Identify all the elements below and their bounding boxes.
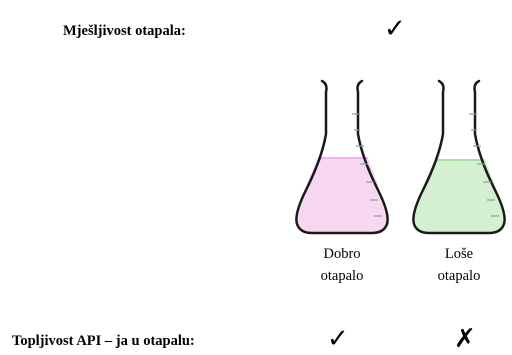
- flask-liquid: [296, 158, 387, 232]
- api-solubility-label: Topljivost API – ja u otapalu:: [12, 333, 195, 350]
- api-solubility-cross-icon: ✗: [454, 326, 476, 352]
- miscibility-check-icon: ✓: [384, 16, 406, 42]
- good-solvent-flask: [288, 78, 396, 238]
- poor-solvent-label: Loše otapalo: [414, 243, 504, 287]
- good-solvent-label: Dobro otapalo: [297, 243, 387, 287]
- poor-solvent-flask: [405, 78, 512, 238]
- flask-liquid: [413, 160, 504, 232]
- miscibility-label: Mješljivost otapala:: [63, 23, 186, 40]
- api-solubility-check-icon: ✓: [327, 326, 349, 352]
